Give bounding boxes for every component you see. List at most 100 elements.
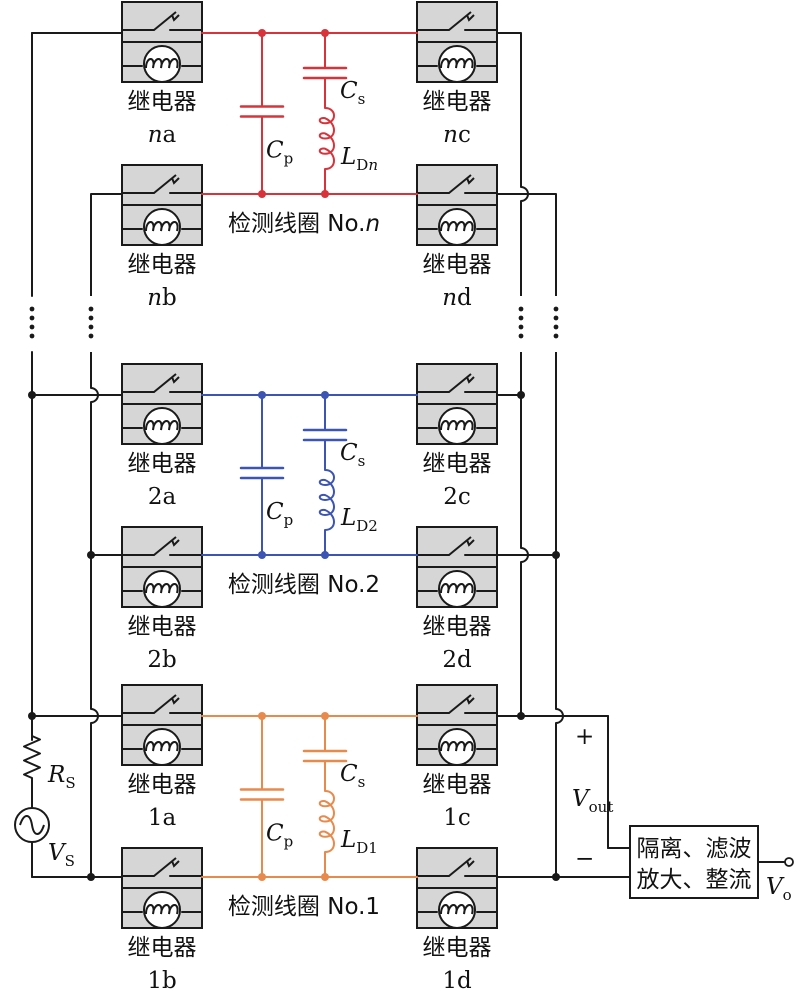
junction-dot bbox=[87, 551, 95, 559]
coil-winding-icon bbox=[440, 420, 474, 431]
junction-dot bbox=[517, 712, 525, 720]
switch-arrow-icon bbox=[466, 14, 475, 22]
switch-arrow-icon bbox=[171, 860, 180, 868]
ellipsis-dot bbox=[553, 324, 559, 330]
inductor-icon bbox=[318, 107, 335, 170]
cp-label: Cp bbox=[266, 499, 293, 529]
switch-arrow-icon bbox=[466, 697, 475, 705]
relay-label: 继电器 bbox=[128, 935, 197, 961]
inductor-icon bbox=[318, 790, 335, 853]
coil-winding-icon bbox=[145, 58, 179, 69]
coil-winding-icon bbox=[145, 583, 179, 594]
bus-wire bbox=[520, 352, 529, 716]
ellipsis-dot bbox=[88, 315, 94, 321]
vout-label: Vout bbox=[572, 786, 613, 816]
sine-wave-icon bbox=[19, 815, 45, 835]
resistor-icon bbox=[23, 735, 41, 779]
relay-label: 继电器 bbox=[423, 935, 492, 961]
ellipsis-dot bbox=[29, 333, 35, 339]
relay-label: 继电器 bbox=[423, 252, 492, 278]
junction-dot bbox=[321, 712, 329, 720]
coil-winding-icon bbox=[145, 221, 179, 232]
coil-winding-icon bbox=[440, 904, 474, 915]
cs-label: Cs bbox=[340, 440, 365, 470]
coil-winding-icon bbox=[145, 741, 179, 752]
coil-winding-icon bbox=[145, 420, 179, 431]
coil-name: 检测线圈 No.2 bbox=[228, 572, 380, 598]
relay-label: 继电器 bbox=[423, 772, 492, 798]
relay-1c: 继电器 1c bbox=[416, 684, 498, 831]
coil-winding-icon bbox=[440, 58, 474, 69]
coil-winding-icon bbox=[440, 583, 474, 594]
ellipsis-dot bbox=[553, 333, 559, 339]
output-terminal bbox=[784, 857, 794, 867]
relay-blocks: 继电器na继电器nc继电器nb继电器nd继电器2a继电器2c继电器2b继电器2d… bbox=[121, 1, 498, 994]
relay-label: 继电器 bbox=[423, 89, 492, 115]
junction-dot bbox=[258, 712, 266, 720]
relay-tag: 2d bbox=[442, 647, 472, 673]
junction-dot bbox=[258, 391, 266, 399]
junction-dot bbox=[28, 712, 36, 720]
junction-dot bbox=[321, 873, 329, 881]
bus-wire bbox=[520, 33, 529, 296]
relay-label: 继电器 bbox=[128, 89, 197, 115]
relay-tag: nd bbox=[442, 285, 472, 311]
junction-dot bbox=[258, 873, 266, 881]
ld-label: LDn bbox=[340, 144, 378, 174]
junction-dot bbox=[87, 873, 95, 881]
vs-label: VS bbox=[48, 840, 75, 870]
relay-label: 继电器 bbox=[128, 252, 197, 278]
bus-wire bbox=[90, 352, 99, 877]
ellipsis-dot bbox=[29, 324, 35, 330]
coil-winding-icon bbox=[440, 741, 474, 752]
switch-arrow-icon bbox=[171, 539, 180, 547]
ellipsis-dot bbox=[29, 315, 35, 321]
wiring bbox=[29, 32, 564, 878]
relay-tag: 1b bbox=[147, 968, 176, 994]
processor-line2: 放大、整流 bbox=[637, 867, 752, 893]
signal-processor-box bbox=[629, 825, 759, 899]
junction-dot bbox=[321, 190, 329, 198]
cp-label: Cp bbox=[266, 138, 293, 168]
ellipsis-dot bbox=[553, 306, 559, 312]
relay-tag: 1a bbox=[148, 805, 177, 831]
relay-label: 继电器 bbox=[128, 451, 197, 477]
junction-dot bbox=[321, 551, 329, 559]
minus-sign: − bbox=[575, 846, 594, 872]
switch-arrow-icon bbox=[171, 376, 180, 384]
junction-dot bbox=[321, 391, 329, 399]
ellipsis-dot bbox=[518, 333, 524, 339]
ellipsis-dot bbox=[518, 315, 524, 321]
switch-arrow-icon bbox=[466, 539, 475, 547]
switch-arrow-icon bbox=[171, 14, 180, 22]
junction-dots bbox=[28, 391, 560, 881]
junction-dot bbox=[28, 391, 36, 399]
cs-label: Cs bbox=[340, 761, 365, 791]
switch-arrow-icon bbox=[466, 376, 475, 384]
relay-tag: 1c bbox=[443, 805, 471, 831]
junction-dot bbox=[258, 551, 266, 559]
switch-arrow-icon bbox=[466, 860, 475, 868]
switch-arrow-icon bbox=[466, 177, 475, 185]
relay-label: 继电器 bbox=[128, 614, 197, 640]
ellipsis-dot bbox=[88, 324, 94, 330]
relay-tag: na bbox=[148, 122, 177, 148]
ellipsis-dot bbox=[553, 315, 559, 321]
junction-dot bbox=[552, 873, 560, 881]
junction-dot bbox=[258, 29, 266, 37]
ellipsis-dot bbox=[29, 306, 35, 312]
relay-label: 继电器 bbox=[423, 451, 492, 477]
junction-dot bbox=[552, 551, 560, 559]
